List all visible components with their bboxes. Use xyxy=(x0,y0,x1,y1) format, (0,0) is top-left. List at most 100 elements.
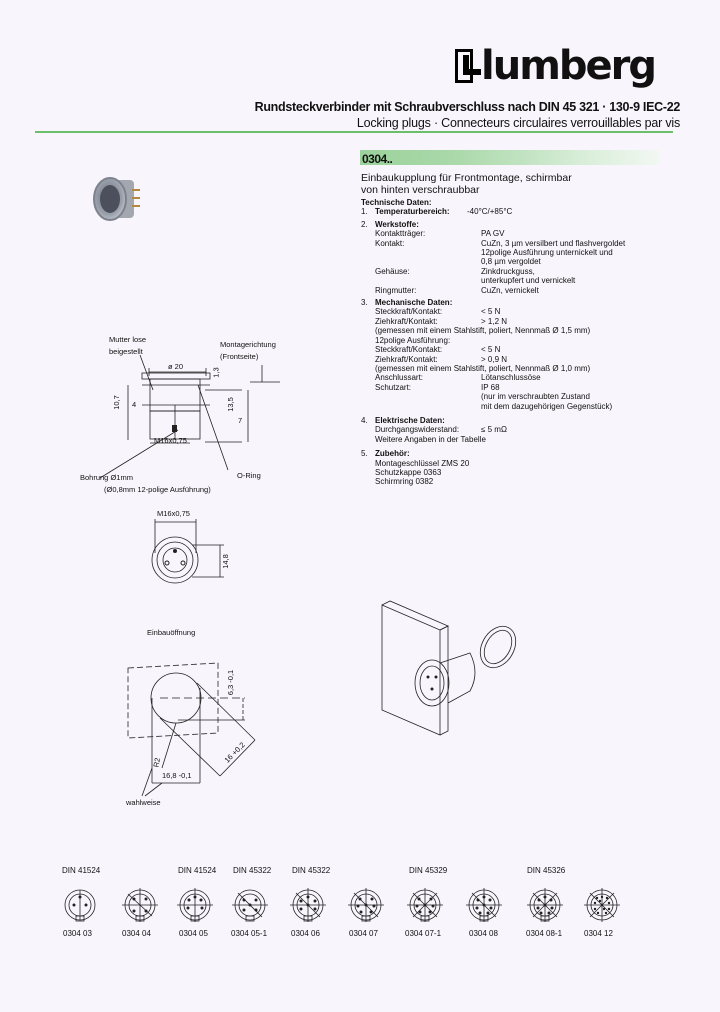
spec-section-mechanical: 3. Mechanische Daten: xyxy=(361,298,661,307)
title-english-french: Locking plugs · Connecteurs circulaires … xyxy=(356,116,680,130)
spec-section-accessories: 5. Zubehör: xyxy=(361,449,661,458)
spec-row: Durchgangswiderstand: ≤ 5 mΩ xyxy=(361,425,661,434)
part-number: 0304 12 xyxy=(584,929,613,938)
nut-label: Mutter lose xyxy=(109,335,147,344)
spec-row: 0,8 µm vergoldet xyxy=(361,257,661,266)
din-standard: DIN 45322 xyxy=(233,866,272,875)
spec-value: < 5 N xyxy=(481,345,501,355)
product-code: 0304.. xyxy=(362,152,393,166)
brand-name: lumberg xyxy=(481,43,657,89)
spec-section-temperature: 1. Temperaturbereich: -40°C/+85°C xyxy=(361,207,661,216)
brand-logo: lumberg xyxy=(455,40,657,92)
spec-key: Ziehkraft/Kontakt: xyxy=(375,354,438,364)
optional-label: wahlweise xyxy=(126,798,161,807)
section-value: -40°C/+85°C xyxy=(467,207,513,217)
spec-value: 0,8 µm vergoldet xyxy=(481,257,541,267)
part-number: 0304 07 xyxy=(349,929,378,938)
product-code-bar: 0304.. xyxy=(360,150,660,166)
thread-label: M16x0,75 xyxy=(157,509,190,518)
din-standard: DIN 45326 xyxy=(527,866,566,875)
section-title: Temperaturbereich: xyxy=(375,207,450,217)
spec-row: Kontakt: CuZn, 3 µm versilbert und flashv… xyxy=(361,239,661,248)
part-number: 0304 05-1 xyxy=(231,929,268,938)
header-divider xyxy=(35,131,673,133)
spec-note: 12polige Ausführung: xyxy=(375,335,451,345)
spec-value: PA GV xyxy=(481,229,505,239)
part-number: 0304 05 xyxy=(179,929,208,938)
spec-key: Steckkraft/Kontakt: xyxy=(375,345,443,355)
logo-mark-icon xyxy=(455,49,481,83)
nut-label: beigestellt xyxy=(109,347,143,356)
mount-direction-label: Montagerichtung xyxy=(220,340,276,349)
spec-value: Zinkdruckguss, xyxy=(481,266,535,276)
spec-value: 12polige Ausführung unternickelt und xyxy=(481,248,613,258)
part-number: 0304 08-1 xyxy=(526,929,563,938)
section-title: Werkstoffe: xyxy=(375,219,419,229)
din-standard: DIN 41524 xyxy=(178,866,217,875)
spec-value: mit dem dazugehörigen Gegenstück) xyxy=(481,401,613,411)
dimension-label: 7 xyxy=(238,416,243,425)
spec-row: 12polige Ausführung unternickelt und xyxy=(361,248,661,257)
spec-row: Anschlussart:Lötanschlussöse xyxy=(361,373,661,382)
spec-section-materials: 2. Werkstoffe: xyxy=(361,220,661,229)
spec-key: Schutzart: xyxy=(375,382,412,392)
side-view-lines xyxy=(99,354,280,479)
spec-note: Weitere Angaben in der Tabelle xyxy=(375,434,486,444)
section-title: Zubehör: xyxy=(375,449,410,459)
oring-label: O-Ring xyxy=(237,471,261,480)
section-number: 5. xyxy=(361,449,368,459)
spec-note: (gemessen mit einem Stahlstift, poliert,… xyxy=(375,326,591,336)
title-german: Rundsteckverbinder mit Schraubverschluss… xyxy=(254,100,681,114)
bore-label: Bohrung Ø1mm xyxy=(80,473,133,482)
spec-key: Steckkraft/Kontakt: xyxy=(375,307,443,317)
section-title: Mechanische Daten: xyxy=(375,298,453,308)
spec-row: Ziehkraft/Kontakt:> 0,9 N xyxy=(361,355,661,364)
product-description: Einbaukupplung für Frontmontage, schirmb… xyxy=(361,172,572,196)
spec-key: Durchgangswiderstand: xyxy=(375,425,460,435)
spec-row: Schutzart: IP 68 xyxy=(361,383,661,392)
spec-value: < 5 N xyxy=(481,307,501,317)
diameter-dimension: ø 20 xyxy=(168,362,184,371)
spec-value: ≤ 5 mΩ xyxy=(481,425,507,435)
thread-label: M16x0,75 xyxy=(154,436,187,445)
spec-row: Kontaktträger: PA GV xyxy=(361,229,661,238)
spec-key: Gehäuse: xyxy=(375,266,410,276)
accessory-item: Montageschlüssel ZMS 20 xyxy=(375,458,470,468)
pin-diagrams xyxy=(64,888,620,922)
spec-value: CuZn, vernickelt xyxy=(481,285,539,295)
spec-key: Anschlussart: xyxy=(375,373,424,383)
pin-diagram-0304-04 xyxy=(122,888,158,922)
mount-direction-label: (Frontseite) xyxy=(220,352,259,361)
description-line: Einbaukupplung für Frontmontage, schirmb… xyxy=(361,172,572,184)
spec-key: Kontaktträger: xyxy=(375,229,426,239)
panel-cutout-drawing: Einbauöffnung 6,3 -0,1 16 +0,2 R2 16,8 -… xyxy=(100,628,300,828)
front-view-drawing: M16x0,75 14,8 xyxy=(140,505,250,590)
spec-value: IP 68 xyxy=(481,382,500,392)
product-photo xyxy=(93,177,140,221)
technical-data: Technische Daten: 1. Temperaturbereich: … xyxy=(361,198,661,487)
spec-value: CuZn, 3 µm versilbert und flashvergoldet xyxy=(481,238,626,248)
dimension-label: 4 xyxy=(132,400,137,409)
section-number: 2. xyxy=(361,219,368,229)
pin-diagram-0304-05 xyxy=(177,888,213,922)
section-number: 1. xyxy=(361,207,368,217)
part-number: 0304 04 xyxy=(122,929,151,938)
spec-note: (gemessen mit einem Stahlstift, poliert,… xyxy=(375,363,591,373)
din-standard: DIN 41524 xyxy=(62,866,101,875)
spec-row: mit dem dazugehörigen Gegenstück) xyxy=(361,402,661,411)
spec-row: Ringmutter: CuZn, vernickelt xyxy=(361,286,661,295)
spec-row: Gehäuse: Zinkdruckguss, xyxy=(361,267,661,276)
spec-row: Steckkraft/Kontakt: < 5 N xyxy=(361,345,661,354)
section-title: Elektrische Daten: xyxy=(375,415,445,425)
section-number: 4. xyxy=(361,415,368,425)
spec-row: Ziehkraft/Kontakt: > 1,2 N xyxy=(361,317,661,326)
spec-key: Ziehkraft/Kontakt: xyxy=(375,316,438,326)
spec-value: > 1,2 N xyxy=(481,316,508,326)
spec-key: Kontakt: xyxy=(375,238,405,248)
din-standard: DIN 45322 xyxy=(292,866,331,875)
front-view-lines xyxy=(151,519,224,584)
spec-key: Ringmutter: xyxy=(375,285,417,295)
cutout-lines xyxy=(127,662,256,797)
pin-diagram-0304-07-1 xyxy=(407,888,443,922)
